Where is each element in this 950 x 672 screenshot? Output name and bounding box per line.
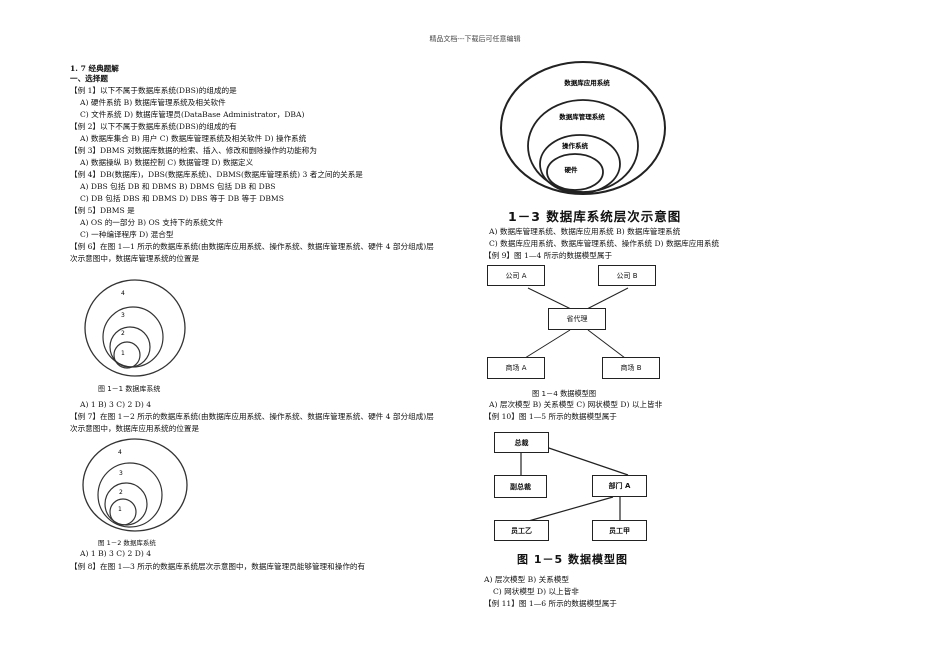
fig5-node-department-a: 部门 A <box>592 475 647 497</box>
example-10-options-a: A) 层次模型 B) 关系模型 <box>484 575 569 584</box>
example-6-question-line1: 【例 6】在图 1—1 所示的数据库系统(由数据库应用系统、操作系统、数据库管理… <box>70 242 434 251</box>
example-6-options: A) 1 B) 3 C) 2 D) 4 <box>80 400 152 409</box>
example-5-question: 【例 5】DBMS 是 <box>70 206 135 215</box>
example-2-question: 【例 2】以下不属于数据库系统(DBS)的组成的有 <box>70 122 237 131</box>
fig1-label-2: 2 <box>121 330 125 337</box>
fig5-node-vice-president: 副总裁 <box>494 475 547 498</box>
figure-1-1-caption: 图 1－1 数据库系统 <box>98 385 161 393</box>
figure-1-2-nested-circles: 4 3 2 1 <box>82 438 188 532</box>
fig3-label-app: 数据库应用系统 <box>564 78 610 87</box>
fig1-label-3: 3 <box>121 312 125 319</box>
figure-1-5-caption: 图 1－5 数据模型图 <box>517 553 628 566</box>
figure-1-4-connectors <box>524 287 629 359</box>
example-7-question-line1: 【例 7】在图 1－2 所示的数据库系统(由数据库应用系统、操作系统、数据库管理… <box>70 412 434 421</box>
fig4-node-provincial-agent: 省代理 <box>548 308 606 330</box>
example-1-options-b: C) 文件系统 D) 数据库管理员(DataBase Administrator… <box>80 110 305 119</box>
example-10-options-b: C) 网状模型 D) 以上皆非 <box>493 587 579 596</box>
figure-1-4-caption: 图 1－4 数据模型图 <box>532 389 597 398</box>
fig1-label-4: 4 <box>121 290 125 297</box>
fig4-node-company-b: 公司 B <box>598 265 656 286</box>
example-8-options-b: C) 数据库应用系统、数据库管理系统、操作系统 D) 数据库应用系统 <box>489 239 720 248</box>
section-title: 1. 7 经典题解 <box>70 64 119 73</box>
fig3-label-dbms: 数据库管理系统 <box>559 112 605 121</box>
fig2-label-2: 2 <box>119 489 123 496</box>
fig5-node-employee-a: 员工甲 <box>592 520 647 541</box>
fig4-node-mall-b: 商场 B <box>602 357 660 379</box>
example-3-options: A) 数据操纵 B) 数据控制 C) 数据管理 D) 数据定义 <box>80 158 254 167</box>
fig2-label-4: 4 <box>118 449 122 456</box>
example-4-options-b: C) DB 包括 DBS 和 DBMS D) DBS 等于 DB 等于 DBMS <box>80 194 284 203</box>
page-header: 精品文档---下载后可任意编辑 <box>429 35 521 43</box>
fig2-label-3: 3 <box>119 470 123 477</box>
example-4-question: 【例 4】DB(数据库)，DBS(数据库系统)、DBMS(数据库管理系统) 3 … <box>70 170 363 179</box>
example-1-question: 【例 1】以下不属于数据库系统(DBS)的组成的是 <box>70 86 237 95</box>
fig4-node-company-a: 公司 A <box>487 265 545 286</box>
example-3-question: 【例 3】DBMS 对数据库数据的检索、插入、修改和删除操作的功能称为 <box>70 146 317 155</box>
figure-1-2-caption: 图 1－2 数据库系统 <box>98 539 156 547</box>
fig5-node-employee-b: 员工乙 <box>494 520 549 541</box>
example-6-question-line2: 次示意图中，数据库管理系统的位置是 <box>70 254 200 263</box>
fig3-label-os: 操作系统 <box>562 141 589 150</box>
example-2-options: A) 数据库集合 B) 用户 C) 数据库管理系统及相关软件 D) 操作系统 <box>80 134 307 143</box>
figure-1-3-layer-diagram: 数据库应用系统 数据库管理系统 操作系统 硬件 <box>500 61 666 195</box>
example-5-options-a: A) OS 的一部分 B) OS 支持下的系统文件 <box>80 218 224 227</box>
example-10-question: 【例 10】图 1—5 所示的数据模型属于 <box>484 412 617 421</box>
example-1-options-a: A) 硬件系统 B) 数据库管理系统及相关软件 <box>80 98 226 107</box>
figure-1-1-nested-circles: 4 3 2 1 <box>84 279 186 377</box>
example-9-options: A) 层次模型 B) 关系模型 C) 网状模型 D) 以上皆非 <box>489 400 663 409</box>
fig1-label-1: 1 <box>121 350 125 357</box>
subsection-title: 一、选择题 <box>70 74 108 83</box>
example-7-options: A) 1 B) 3 C) 2 D) 4 <box>80 549 152 558</box>
fig4-node-mall-a: 商场 A <box>487 357 545 379</box>
example-9-question: 【例 9】图 1—4 所示的数据模型属于 <box>484 251 613 260</box>
fig3-label-hardware: 硬件 <box>565 165 579 174</box>
example-5-options-b: C) 一种编译程序 D) 混合型 <box>80 230 174 239</box>
example-7-question-line2: 次示意图中，数据库应用系统的位置是 <box>70 424 200 433</box>
example-11-question: 【例 11】图 1—6 所示的数据模型属于 <box>484 599 617 608</box>
fig5-node-president: 总裁 <box>494 432 549 453</box>
figure-1-5-connectors <box>520 444 629 523</box>
example-4-options-a: A) DBS 包括 DB 和 DBMS B) DBMS 包括 DB 和 DBS <box>80 182 276 191</box>
example-8-options-a: A) 数据库管理系统、数据库应用系统 B) 数据库管理系统 <box>489 227 681 236</box>
figure-1-3-caption: 1－3 数据库系统层次示意图 <box>508 209 682 224</box>
example-8-question: 【例 8】在图 1—3 所示的数据库系统层次示意图中，数据库管理员能够管理和操作… <box>70 562 366 571</box>
fig2-label-1: 1 <box>118 506 122 513</box>
